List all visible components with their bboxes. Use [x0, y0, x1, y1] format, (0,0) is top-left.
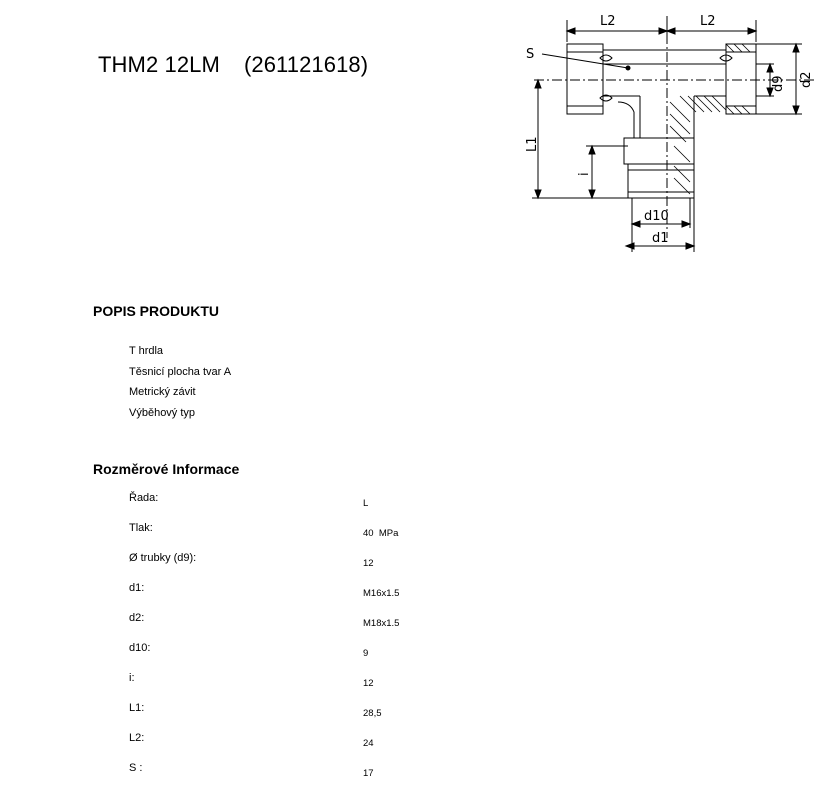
spec-row-pressure: Tlak: 40 MPa: [0, 522, 829, 552]
dim-label-l2-left: L2: [600, 14, 616, 29]
spec-row-tube-d9: Ø trubky (d9): 12: [0, 552, 829, 582]
spec-label: i:: [129, 672, 135, 684]
product-name: THM2 12LM: [98, 52, 220, 77]
spec-row-l2: L2: 24: [0, 732, 829, 762]
spec-row-i: i: 12: [0, 672, 829, 702]
spec-label: d10:: [129, 642, 151, 654]
spec-label: L2:: [129, 732, 145, 744]
dim-label-d10: d10: [644, 209, 669, 224]
spec-value: 40 MPa: [363, 528, 399, 539]
description-list: T hrdla Těsnicí plocha tvar A Metrický z…: [129, 344, 231, 426]
spec-label: L1:: [129, 702, 145, 714]
spec-value: 28,5: [363, 708, 382, 719]
list-item: Těsnicí plocha tvar A: [129, 365, 232, 378]
dim-label-i: i: [577, 172, 592, 176]
spec-row-l1: L1: 28,5: [0, 702, 829, 732]
spec-value: M18x1.5: [363, 618, 400, 629]
spec-value: 12: [363, 558, 374, 569]
spec-row-series: Řada: L: [0, 492, 829, 522]
dimensions-heading: Rozměrové Informace: [93, 461, 240, 477]
dim-label-d1: d1: [652, 231, 669, 246]
spec-value: M16x1.5: [363, 588, 400, 599]
spec-label: d1:: [129, 582, 145, 594]
spec-value: 24: [363, 738, 374, 749]
spec-value: 12: [363, 678, 374, 689]
list-item: Výběhový typ: [129, 406, 196, 419]
spec-label: S :: [129, 762, 143, 774]
spec-value: 17: [363, 768, 374, 779]
spec-value: 9: [363, 648, 369, 659]
dim-label-d2: d2: [799, 71, 814, 88]
spec-row-d10: d10: 9: [0, 642, 829, 672]
dim-label-l1: L1: [525, 136, 540, 152]
spec-row-d1: d1: M16x1.5: [0, 582, 829, 612]
dim-label-s: S: [526, 47, 534, 62]
tee-fitting-drawing: L2 L2 S d9 d2 L1 i d10 d1: [525, 14, 816, 252]
list-item: T hrdla: [129, 345, 164, 357]
product-code: (261121618): [243, 52, 369, 77]
spec-label: d2:: [129, 612, 145, 624]
spec-row-d2: d2: M18x1.5: [0, 612, 829, 642]
spec-value: L: [363, 498, 369, 509]
dim-label-d9: d9: [771, 75, 786, 92]
dim-label-l2-right: L2: [700, 14, 716, 29]
spec-label: Tlak:: [129, 522, 153, 534]
spec-label: Ø trubky (d9):: [129, 552, 197, 564]
list-item: Metrický závit: [129, 386, 196, 398]
product-title: THM2 12LM (261121618): [98, 52, 368, 78]
spec-label: Řada:: [129, 492, 159, 504]
spec-row-s: S : 17: [0, 762, 829, 792]
description-heading: POPIS PRODUKTU: [93, 303, 220, 319]
